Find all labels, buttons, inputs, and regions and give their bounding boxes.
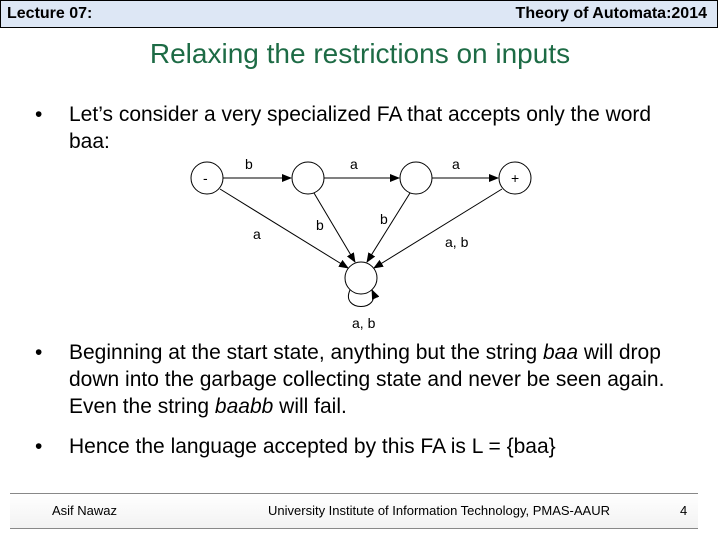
edge-label-s2-trap: b [380,211,388,227]
footer-institute: University Institute of Information Tech… [268,503,610,518]
slide-title: Relaxing the restrictions on inputs [149,38,571,69]
edge-s3-trap [373,188,503,269]
footer-bar [10,493,698,529]
bullet-marker: • [35,435,43,458]
edge-s2-trap [366,192,411,263]
edge-label-s2-s3: a [452,156,460,172]
final-state [498,161,532,195]
edge-label-s1-s2: a [350,156,358,172]
slide-footer: Asif Nawaz University Institute of Infor… [0,493,720,533]
slide-header: Lecture 07: Theory of Automata:2014 [0,0,718,28]
footer-author: Asif Nawaz [52,503,118,518]
bullet-text: Beginning at the start state, anything b… [69,339,669,420]
edge-s1-trap [313,192,356,263]
bullet-marker: • [35,103,43,126]
text-run: will drop down into the garbage collecti… [69,341,665,418]
edge-s0-trap [219,188,349,269]
edge-label-s3-trap: a, b [445,234,469,250]
bullet-marker: • [35,341,43,364]
emphasis-baabb: baabb [214,395,274,418]
edge-label-s1-trap: b [316,217,324,233]
edge-label-s0-s1: b [245,156,253,172]
page-number: 4 [680,503,688,518]
state-after-b [291,161,325,195]
emphasis-baa: baa [542,341,579,364]
course-label: Theory of Automata:2014 [515,5,707,22]
text-run: Beginning at the start state, anything b… [69,341,543,364]
text-run: will fail. [273,395,347,418]
bullet-text: Let’s consider a very specialized FA tha… [69,103,652,153]
lecture-label: Lecture 07: [7,5,93,22]
finite-automaton-diagram: - + b a a a b b a, b a, b [190,156,532,331]
edge-label-trap-loop: a, b [352,315,376,331]
trap-self-loop [347,289,380,307]
edge-label-s0-trap: a [253,226,261,242]
bullet-text: Hence the language accepted by this FA i… [69,435,556,458]
final-state-label: + [511,170,519,186]
start-state-label: - [203,170,208,186]
trap-state [344,261,378,295]
state-after-ba [399,161,433,195]
